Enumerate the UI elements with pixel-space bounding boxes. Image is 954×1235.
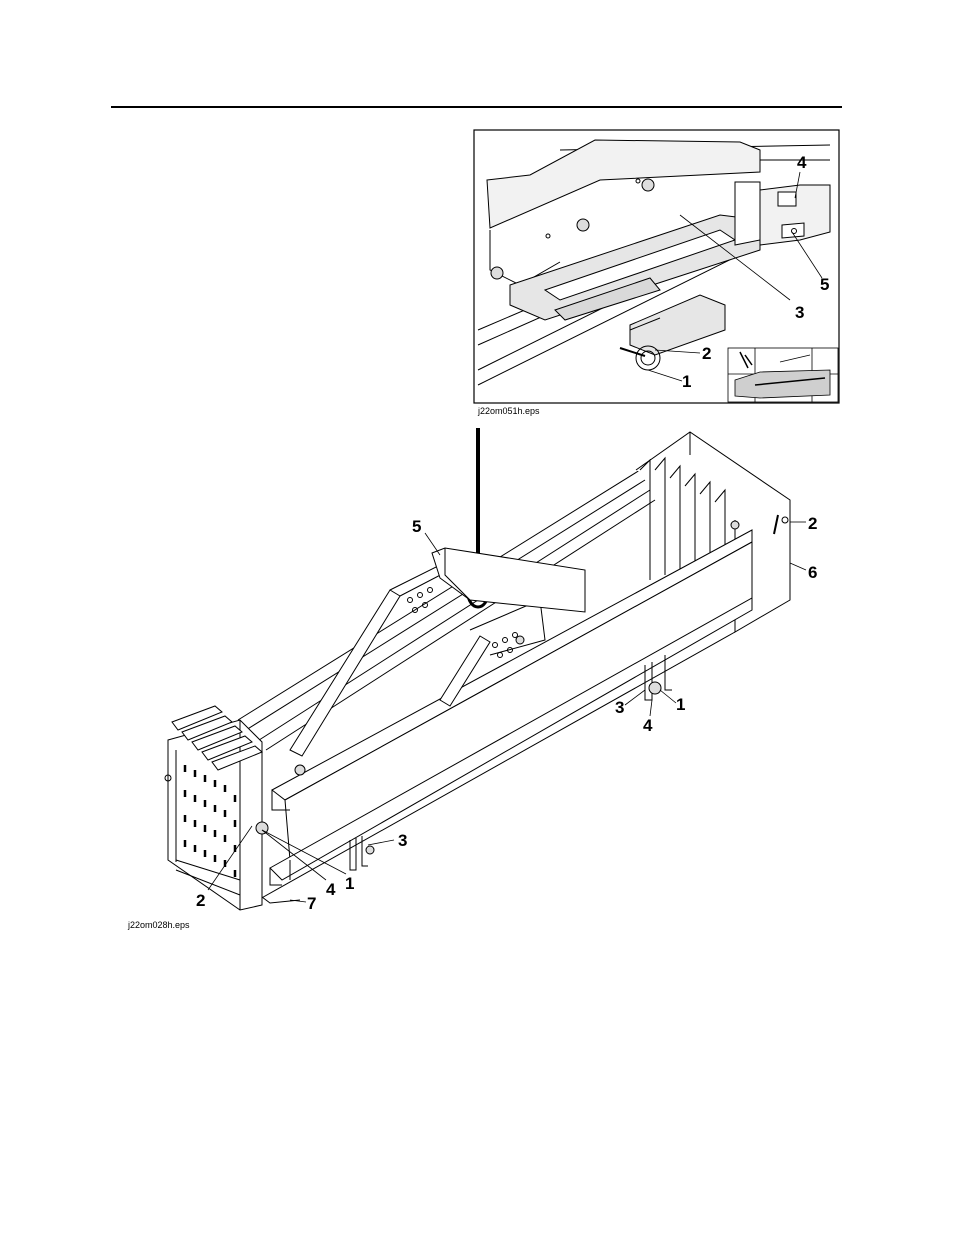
detail-callout-1: 1	[682, 372, 691, 391]
detail-callout-5: 5	[820, 275, 829, 294]
main-callout-1-right: 1	[676, 695, 685, 714]
main-figure-caption: j22om028h.eps	[127, 920, 190, 930]
main-callout-3-right: 3	[615, 698, 624, 717]
main-callout-7: 7	[307, 894, 316, 913]
main-callout-2-left: 2	[196, 891, 205, 910]
main-callout-4-left: 4	[326, 880, 336, 899]
detail-callout-2: 2	[702, 344, 711, 363]
main-callout-3-left: 3	[398, 831, 407, 850]
main-callout-6: 6	[808, 563, 817, 582]
detail-callout-3: 3	[795, 303, 804, 322]
main-callout-4-right: 4	[643, 716, 653, 735]
detail-callout-4: 4	[797, 153, 807, 172]
detail-figure: 4 5 3 2 1 j22om051h.eps	[474, 130, 839, 416]
main-callout-1-left: 1	[345, 874, 354, 893]
main-callout-5: 5	[412, 517, 421, 536]
detail-thumbnail	[728, 348, 838, 402]
detail-figure-caption: j22om051h.eps	[477, 406, 540, 416]
main-callout-2-right: 2	[808, 514, 817, 533]
